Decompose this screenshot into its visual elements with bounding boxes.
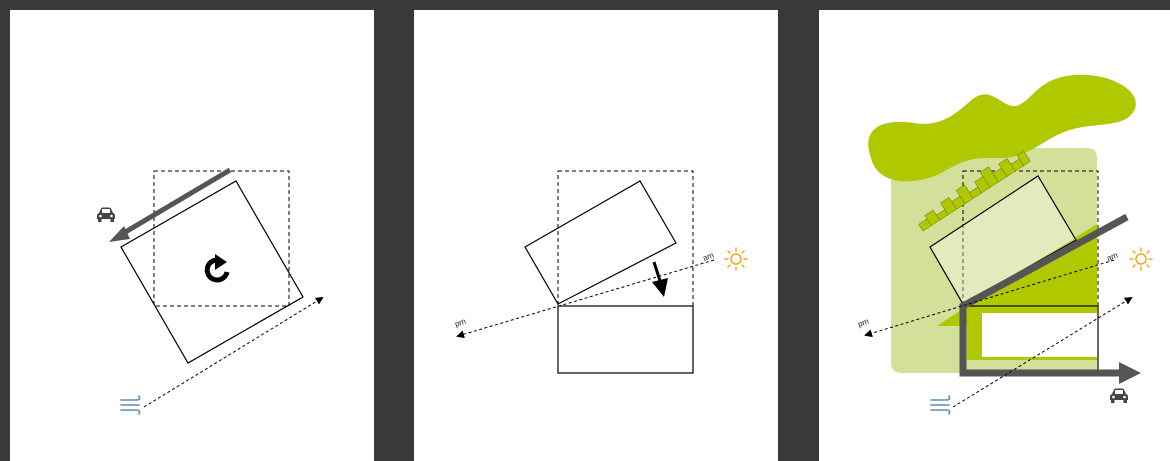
sun-diagram: am pm: [454, 170, 748, 374]
pm-label: pm: [454, 317, 468, 329]
road-line: [120, 167, 232, 237]
final-diagram: am pm: [857, 74, 1153, 415]
tree-canopy-icon: [868, 74, 1136, 182]
pm-label: pm: [857, 317, 871, 329]
car-icon: [1110, 388, 1128, 403]
rotate-icon: [204, 254, 230, 283]
green-roof-icon: [918, 150, 1031, 232]
sun-path: [456, 259, 715, 339]
wind-icon: [930, 395, 951, 415]
diagram-panel-rotation: [10, 10, 374, 461]
tilted-volume: [524, 180, 677, 305]
inner-courtyard: [982, 313, 1097, 357]
diagram-panel-final: am pm: [819, 10, 1170, 461]
rotated-volume: [120, 180, 304, 364]
road-arrowhead: [1119, 362, 1141, 384]
sun-icon: [1129, 247, 1153, 271]
car-icon: [97, 207, 115, 222]
am-label: am: [1106, 251, 1120, 263]
tilted-volume: [929, 175, 1077, 305]
wind-icon: [120, 395, 141, 415]
wind-path: [143, 296, 324, 408]
original-footprint: [962, 170, 1099, 307]
rotation-diagram: [97, 167, 324, 415]
road-line: [959, 213, 1129, 377]
base-volume: [557, 305, 694, 374]
wind-path: [952, 296, 1133, 408]
sun-icon: [724, 247, 748, 271]
sun-path: [864, 259, 1115, 338]
diagram-panel-sun: am pm: [414, 10, 778, 461]
road-arrowhead: [109, 226, 130, 242]
down-arrow-icon: [652, 261, 668, 297]
am-label: am: [702, 251, 716, 263]
original-footprint: [153, 170, 290, 307]
